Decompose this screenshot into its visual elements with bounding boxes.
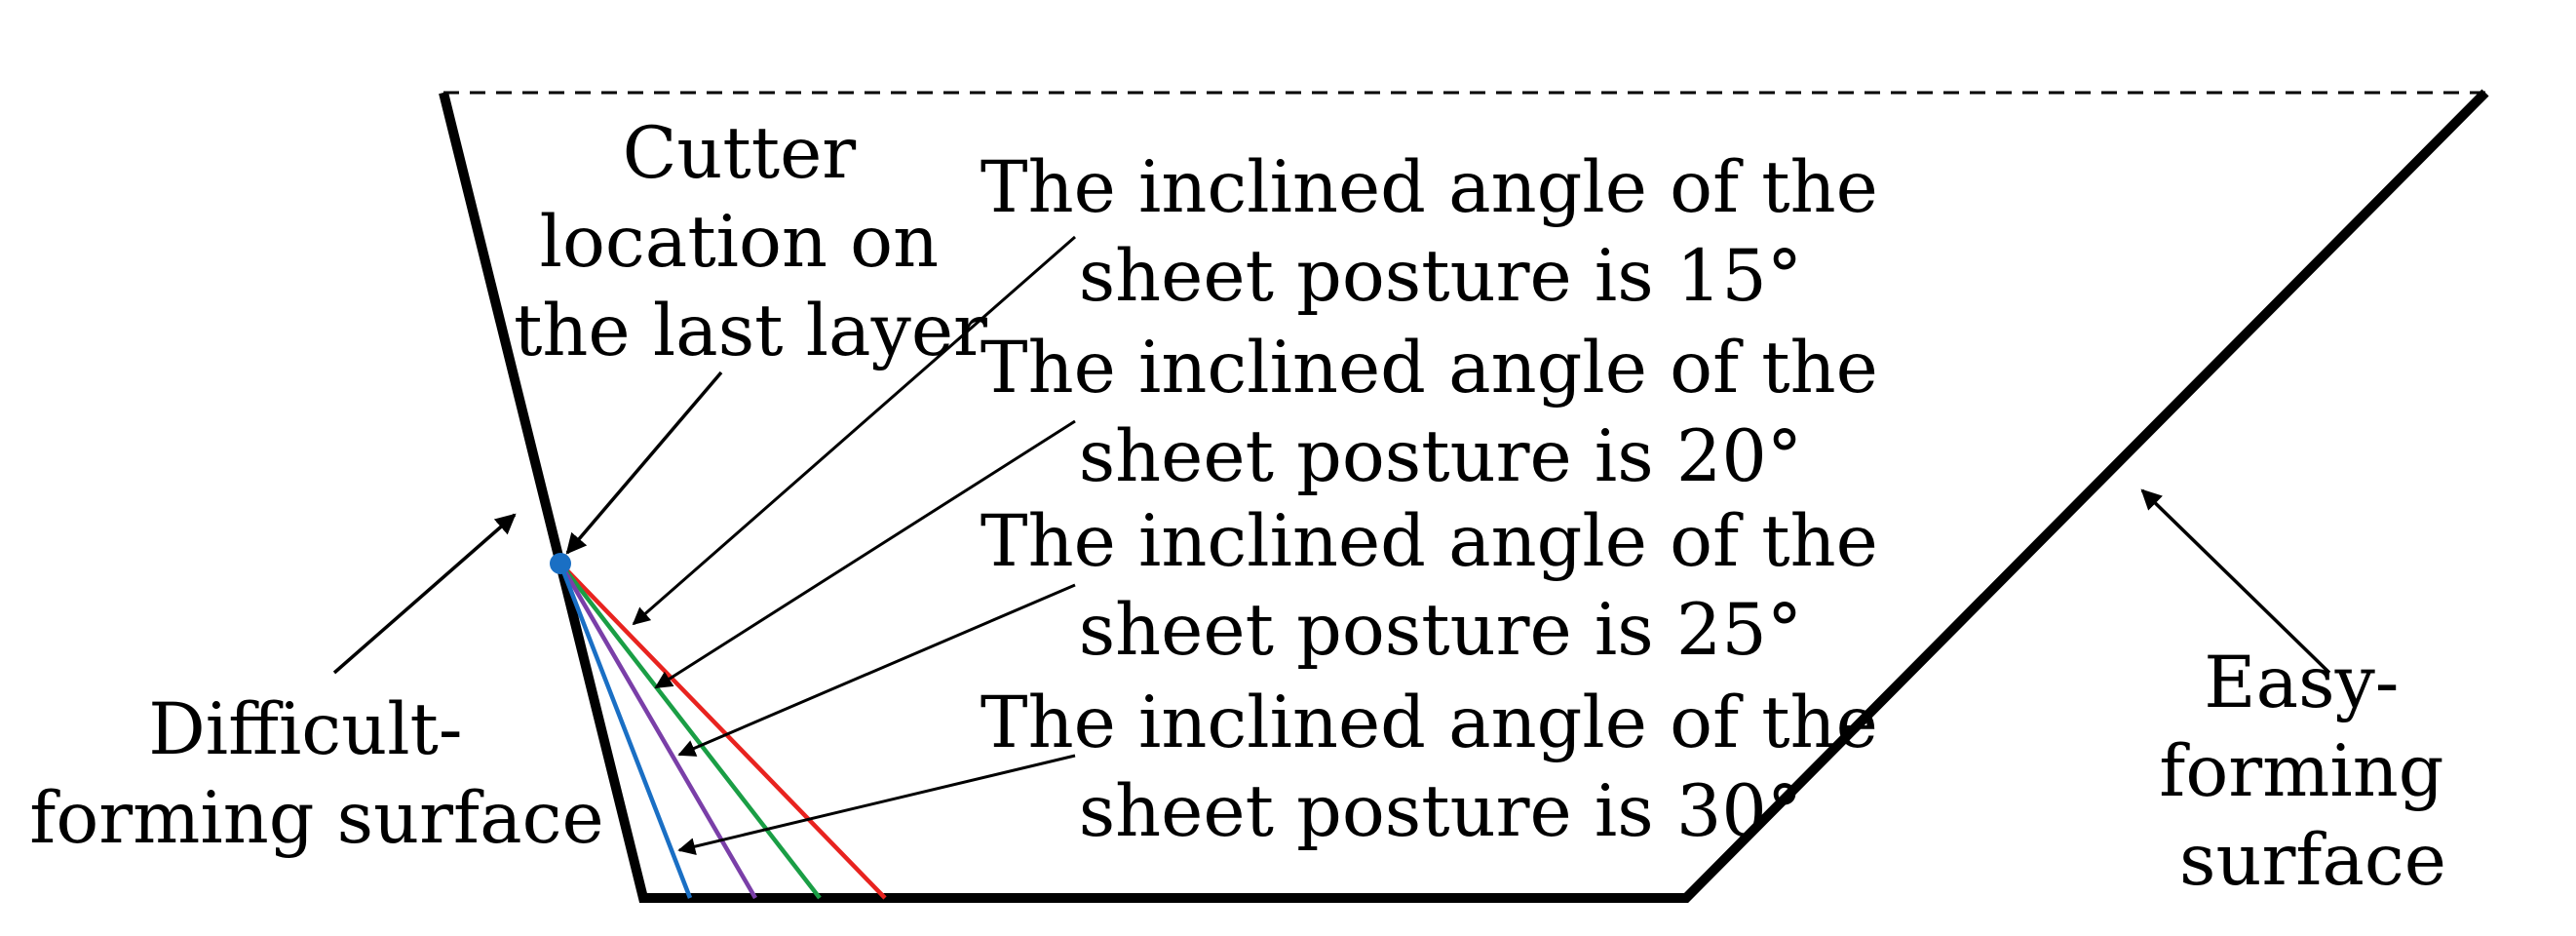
easy-surface-label: Easy- forming surface xyxy=(2159,642,2466,902)
angle-25-label: The inclined angle of the sheet posture … xyxy=(980,500,1901,672)
difficult-surface-line-1: Difficult- xyxy=(148,688,462,771)
posture-line-30deg xyxy=(557,563,693,899)
angle-30-label: The inclined angle of the sheet posture … xyxy=(980,682,1901,853)
angle-25-arrow xyxy=(677,583,1076,757)
posture-line-20deg xyxy=(558,562,822,900)
easy-surface-line-3: surface xyxy=(2179,819,2446,902)
posture-line-15deg xyxy=(558,562,887,900)
angle-15-arrow xyxy=(632,235,1076,626)
cutter-point xyxy=(550,553,571,574)
easy-surface-line-2: forming xyxy=(2159,730,2443,813)
cutter-location-label: Cutter location on the last layer xyxy=(514,112,987,372)
difficult-surface-line-2: forming surface xyxy=(29,777,603,860)
angle-30-line-2: sheet posture is 30° xyxy=(1079,770,1803,853)
angle-25-line-2: sheet posture is 25° xyxy=(1079,589,1803,672)
angle-15-line-2: sheet posture is 15° xyxy=(1079,235,1803,318)
cutter-location-line-1: Cutter xyxy=(623,112,857,195)
cutter-location-arrow xyxy=(565,370,723,555)
easy-surface-arrow xyxy=(2140,488,2331,675)
angle-15-label: The inclined angle of the sheet posture … xyxy=(980,146,1901,318)
angle-30-arrow xyxy=(677,754,1076,855)
difficult-surface-label: Difficult- forming surface xyxy=(29,688,603,860)
cutter-location-line-3: the last layer xyxy=(514,290,987,372)
angle-20-label: The inclined angle of the sheet posture … xyxy=(980,327,1901,498)
posture-line-25deg xyxy=(558,562,757,900)
angle-20-arrow xyxy=(654,419,1076,689)
angle-15-line-1: The inclined angle of the xyxy=(980,146,1878,229)
part-profile xyxy=(439,89,2489,903)
difficult-surface-arrow xyxy=(332,513,517,675)
angle-30-line-1: The inclined angle of the xyxy=(980,682,1878,764)
angle-20-line-2: sheet posture is 20° xyxy=(1079,415,1803,498)
cutter-location-line-2: location on xyxy=(540,201,940,284)
angle-20-line-1: The inclined angle of the xyxy=(980,327,1878,410)
easy-surface-line-1: Easy- xyxy=(2204,642,2399,724)
angle-25-line-1: The inclined angle of the xyxy=(980,500,1878,583)
